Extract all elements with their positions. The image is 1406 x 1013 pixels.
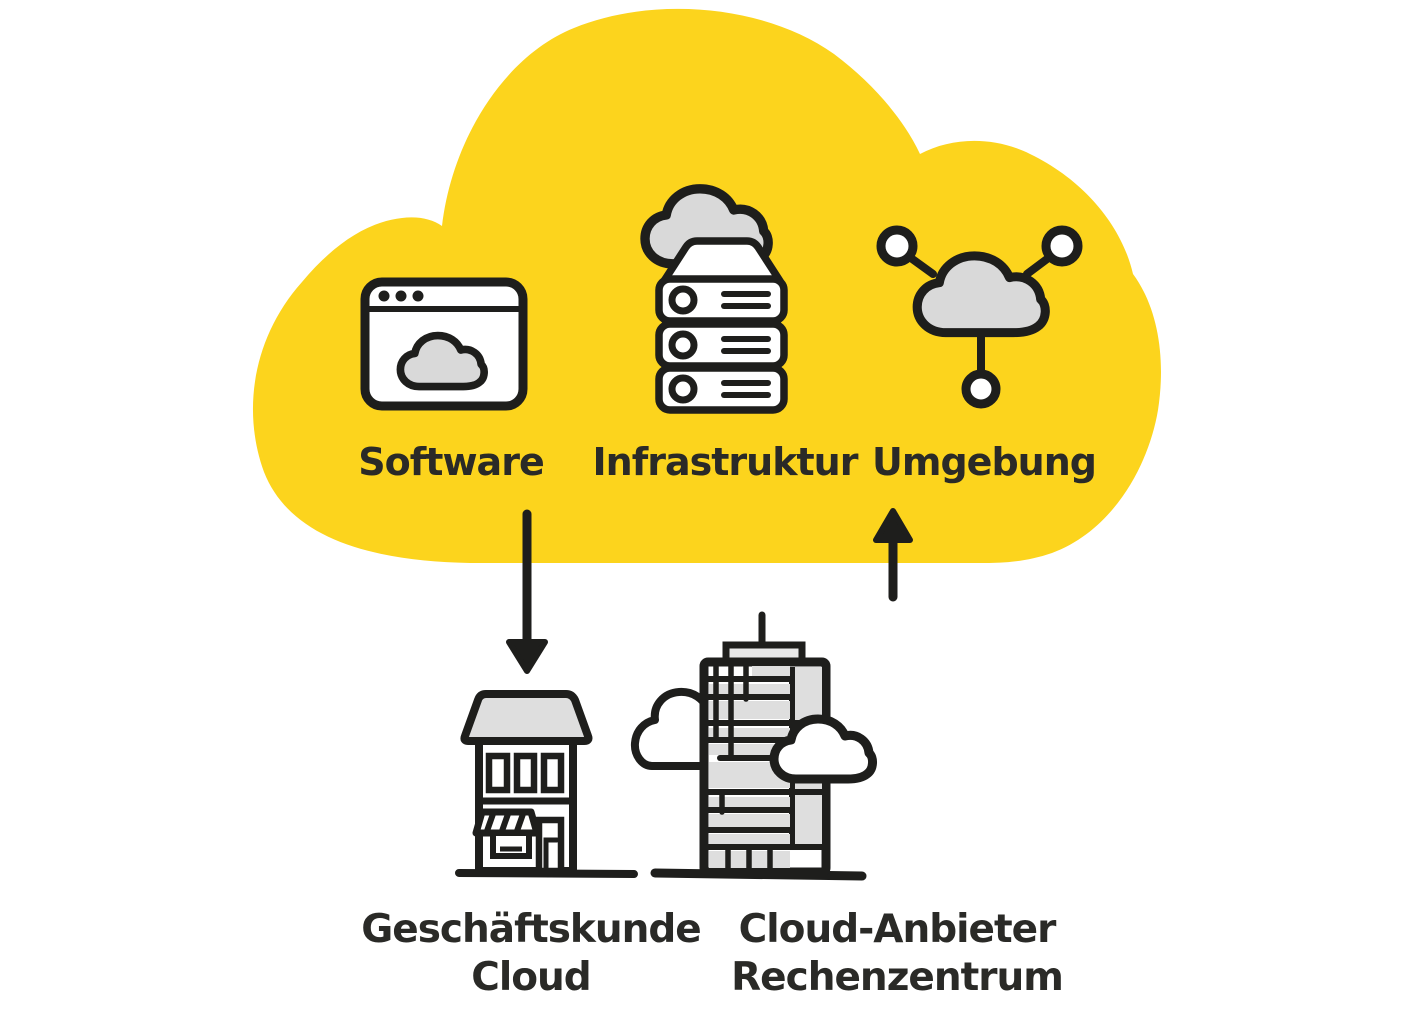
office-tower-icon — [630, 611, 877, 881]
label-cloud-anbieter-rechenzentrum: Cloud-Anbieter Rechenzentrum — [731, 906, 1064, 1002]
label-geschaeftskunde-cloud: Geschäftskunde Cloud — [361, 906, 702, 1002]
connected-cloud-icon — [876, 225, 1083, 409]
label-geschaeftskunde-line1: Geschäftskunde — [361, 907, 702, 952]
label-cloud-anbieter-line2: Rechenzentrum — [731, 955, 1064, 1000]
server-stack-icon — [640, 184, 788, 414]
arrow-up — [873, 508, 913, 602]
shop-building-icon — [455, 690, 638, 878]
label-umgebung: Umgebung — [872, 440, 1097, 484]
label-geschaeftskunde-line2: Cloud — [471, 955, 591, 1000]
browser-cloud-icon — [360, 277, 528, 411]
label-cloud-anbieter-line1: Cloud-Anbieter — [738, 907, 1057, 952]
arrow-down — [506, 509, 548, 674]
label-infrastruktur: Infrastruktur — [592, 440, 859, 484]
label-software: Software — [358, 440, 544, 484]
